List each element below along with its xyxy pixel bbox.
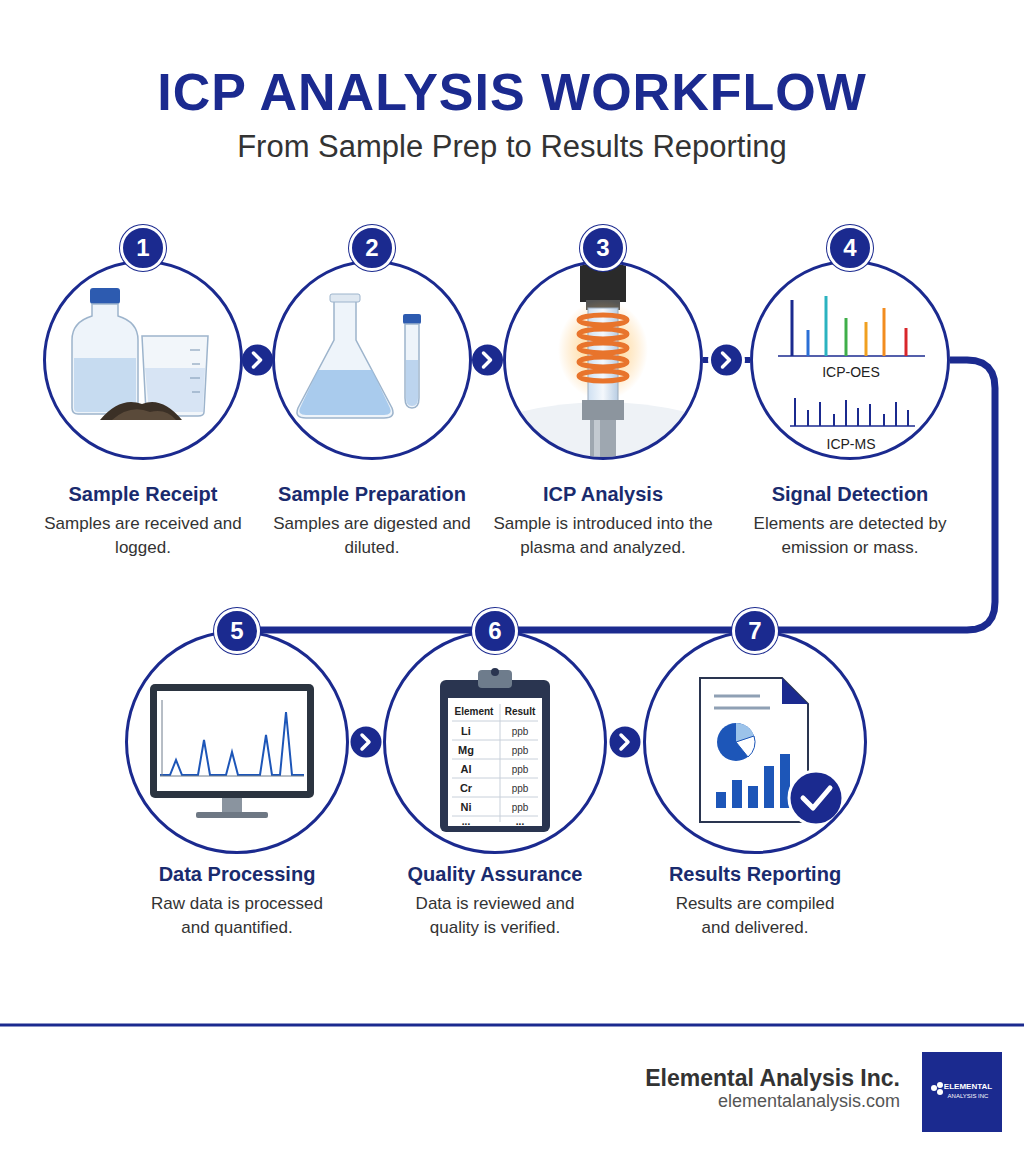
footer-text: Elemental Analysis Inc. bbox=[645, 1065, 900, 1092]
table-cell: ppb bbox=[512, 726, 529, 737]
spectra-icon bbox=[778, 296, 925, 426]
table-cell: Ni bbox=[461, 801, 472, 813]
arrow-chevron bbox=[471, 343, 505, 377]
torch-icon bbox=[520, 258, 686, 460]
table-cell: Al bbox=[461, 763, 472, 775]
subtitle: From Sample Prep to Results Reporting bbox=[237, 129, 787, 165]
step-description: Elements are detected by emission or mas… bbox=[750, 512, 950, 560]
process-circle: 3ICP AnalysisSample is introduced into t… bbox=[503, 260, 703, 460]
technique-label: ICP-MS bbox=[827, 436, 876, 452]
glassware-icon bbox=[297, 294, 421, 418]
flow-connector bbox=[237, 360, 995, 630]
arrow-chevron bbox=[241, 343, 275, 377]
flow-connector bbox=[703, 343, 750, 377]
step-title: Sample Receipt bbox=[69, 483, 218, 506]
table-cell: ppb bbox=[512, 745, 529, 756]
step-description: Results are compiled and delivered. bbox=[663, 892, 848, 940]
step-title: Results Reporting bbox=[669, 863, 841, 886]
sample-icon bbox=[72, 288, 208, 420]
step-number: 7 bbox=[732, 608, 778, 654]
step-title: ICP Analysis bbox=[543, 483, 663, 506]
step-description: Data is reviewed and quality is verified… bbox=[403, 892, 588, 940]
table-cell: Cr bbox=[460, 782, 472, 794]
step-description: Samples are digested and diluted. bbox=[270, 512, 475, 560]
step-number: 1 bbox=[120, 225, 166, 271]
step-number: 5 bbox=[214, 608, 260, 654]
arrow-chevron bbox=[710, 343, 744, 377]
flow-connector bbox=[241, 343, 275, 377]
flow-connector bbox=[349, 725, 383, 759]
table-cell: ppb bbox=[512, 802, 529, 813]
footer-text: elementalanalysis.com bbox=[718, 1091, 900, 1112]
table-cell: Li bbox=[461, 725, 471, 737]
process-circle: 7Results ReportingResults are compiled a… bbox=[643, 630, 867, 854]
process-circle: 1Sample ReceiptSamples are received and … bbox=[43, 260, 243, 460]
footer-text: ANALYSIS INC bbox=[948, 1093, 989, 1099]
clipboard-icon bbox=[440, 668, 550, 832]
monitor-icon bbox=[150, 684, 314, 818]
step-number: 3 bbox=[580, 225, 626, 271]
step-title: Data Processing bbox=[159, 863, 316, 886]
logo-mark bbox=[931, 1082, 943, 1095]
connector-line bbox=[237, 360, 995, 630]
logo-square bbox=[922, 1052, 1002, 1132]
technique-label: ICP-OES bbox=[822, 364, 880, 380]
table-header: Result bbox=[505, 706, 536, 717]
step-description: Samples are received and logged. bbox=[41, 512, 246, 560]
footer-text: ELEMENTAL bbox=[944, 1082, 992, 1091]
step-description: Raw data is processed and quantified. bbox=[137, 892, 337, 940]
table-cell: ... bbox=[462, 816, 470, 827]
process-circle: 2Sample PreparationSamples are digested … bbox=[272, 260, 472, 460]
footer-rule bbox=[0, 1024, 1024, 1027]
step-number: 6 bbox=[472, 608, 518, 654]
table-cell: ... bbox=[516, 816, 524, 827]
process-circle: 5Data ProcessingRaw data is processed an… bbox=[125, 630, 349, 854]
table-cell: ppb bbox=[512, 783, 529, 794]
table-cell: Mg bbox=[458, 744, 474, 756]
arrow-chevron bbox=[349, 725, 383, 759]
report-icon bbox=[700, 678, 843, 825]
process-circle: 6Quality AssuranceData is reviewed and q… bbox=[383, 630, 607, 854]
process-circle: 4Signal DetectionElements are detected b… bbox=[750, 260, 950, 460]
step-number: 4 bbox=[827, 225, 873, 271]
diagram-title: ICP ANALYSIS WORKFLOW bbox=[157, 62, 867, 122]
step-title: Quality Assurance bbox=[408, 863, 583, 886]
step-title: Sample Preparation bbox=[278, 483, 466, 506]
flow-connector bbox=[607, 725, 643, 759]
step-number: 2 bbox=[349, 225, 395, 271]
table-header: Element bbox=[455, 706, 494, 717]
step-description: Sample is introduced into the plasma and… bbox=[493, 512, 713, 560]
arrow-chevron bbox=[608, 725, 642, 759]
flow-connector bbox=[471, 343, 505, 377]
step-title: Signal Detection bbox=[772, 483, 929, 506]
table-cell: ppb bbox=[512, 764, 529, 775]
